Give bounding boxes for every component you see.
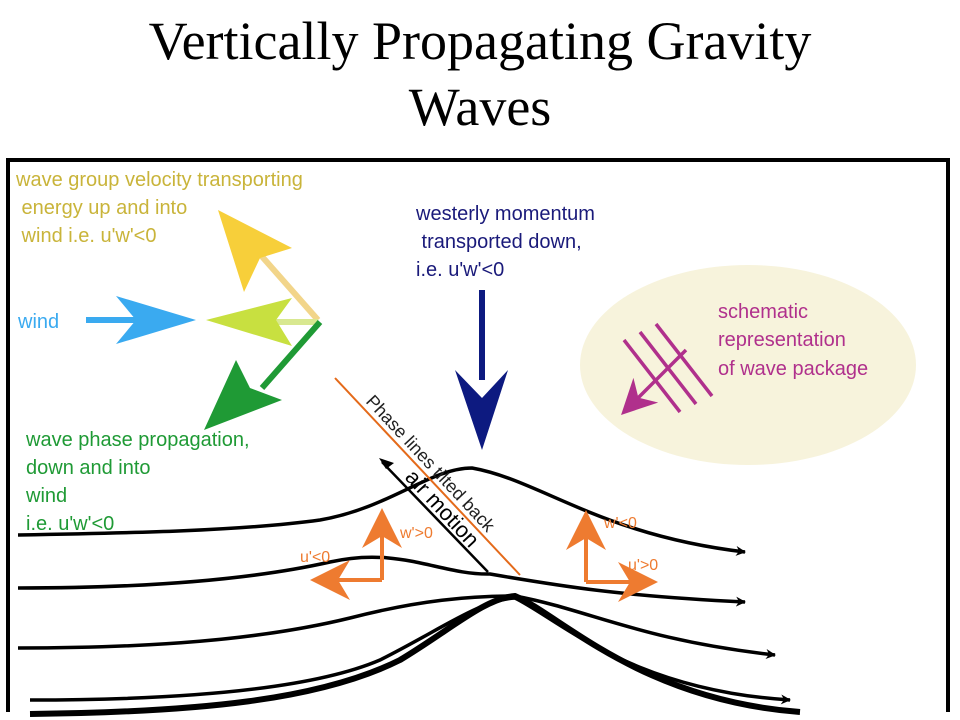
momentum-label-line-3: i.e. u'w'<0 [416,259,504,281]
phase-arrowhead [206,298,292,346]
wave-package-icon [621,322,714,415]
phase-propagation-line-1: wave phase propagation, [25,429,250,451]
page-title: Vertically Propagating Gravity Waves [0,8,960,140]
wind-label: wind [17,311,59,333]
phase-propagation-line-3: wind [25,485,67,507]
left-perturbation [310,508,402,600]
wave-package-label: schematic representation of wave package [718,301,868,380]
title-line-1: Vertically Propagating Gravity [148,11,812,71]
wave-package-line-3: of wave package [718,358,868,380]
group-velocity-arrowhead [218,210,292,292]
left-w-label: w'>0 [399,525,433,542]
air-motion-arrow [381,461,489,573]
group-velocity-line-1: wave group velocity transporting [15,169,303,191]
momentum-label-line-1: westerly momentum [415,203,595,225]
wave-package-line-2: representation [718,329,846,351]
wave-package-background [580,265,916,465]
momentum-label: westerly momentum transported down, i.e.… [415,203,595,281]
phase-propagation-arrowhead [204,360,282,430]
left-u-label: u'<0 [300,549,330,566]
mountain-surface [29,592,801,717]
right-perturbation [566,510,658,602]
right-w-label: w'<0 [603,515,637,532]
wave-package-line-1: schematic [718,301,808,323]
group-velocity-shaft [255,250,321,322]
streamline-3 [17,594,776,659]
title-line-2: Waves [408,77,552,137]
phase-propagation-line-4: i.e. u'w'<0 [26,513,114,535]
streamlines [17,466,801,717]
phase-propagation-line-2: down and into [26,457,151,479]
group-velocity-line-2: energy up and into [16,197,187,219]
phase-propagation-shaft [259,320,323,390]
group-velocity-label: wave group velocity transporting energy … [15,169,303,247]
group-velocity-line-3: wind i.e. u'w'<0 [16,225,157,247]
phase-line [334,377,521,576]
streamline-2 [17,555,746,607]
right-u-label: u'>0 [628,557,658,574]
wind-arrowhead [116,296,196,344]
air-motion-arrowhead [379,458,394,469]
momentum-label-line-2: transported down, [416,231,582,253]
phase-propagation-label: wave phase propagation, down and into wi… [25,429,250,535]
momentum-arrowhead [455,370,508,450]
